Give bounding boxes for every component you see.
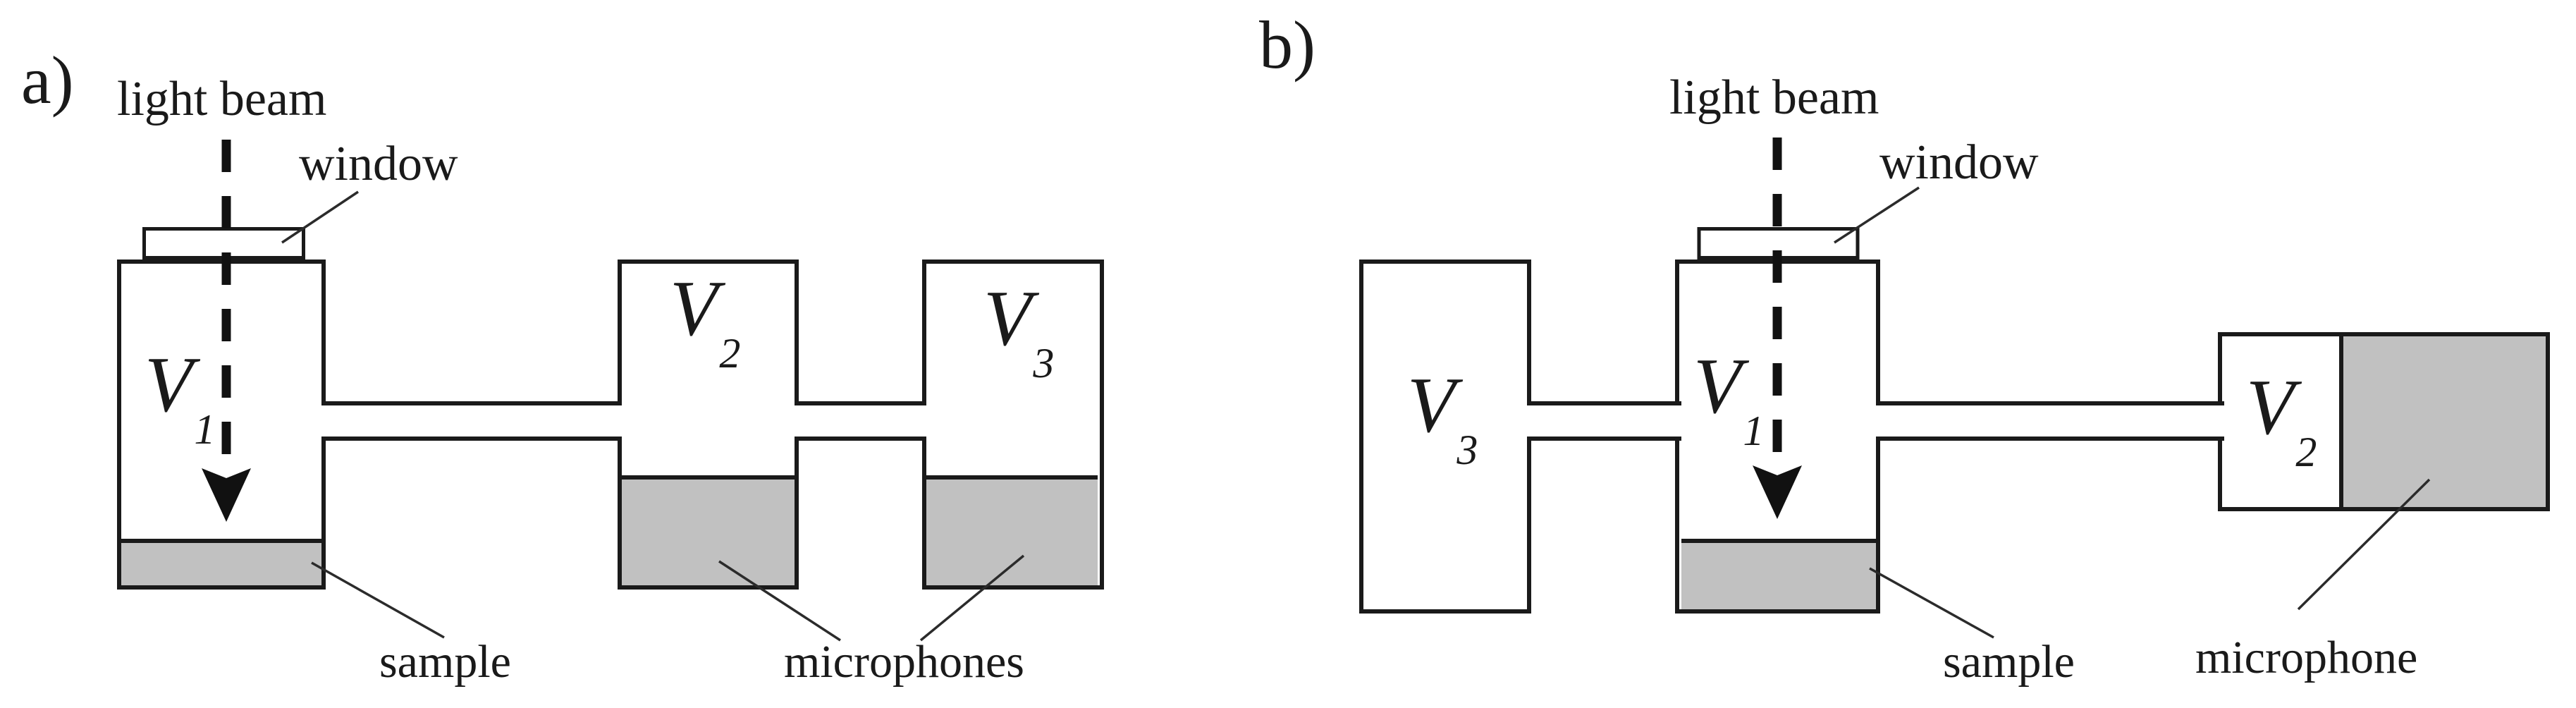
chamber-label-v3-a-subscript: 3 (1033, 340, 1055, 386)
sample-a-fill (121, 543, 321, 585)
chamber-label-v3-b-symbol: V (1407, 362, 1456, 449)
microphone-b-pointer-line (2297, 478, 2431, 611)
light-beam-label-a: light beam (117, 72, 327, 126)
light-beam-b-arrowhead (1753, 465, 1802, 519)
microphones-label-a: microphones (784, 636, 1024, 688)
chamber-label-v3-a-symbol: V (983, 275, 1032, 362)
window-label-b: window (1879, 135, 2039, 190)
chamber-label-v1-b: V1 (1693, 347, 1764, 452)
chamber-label-v3-b-subscript: 3 (1456, 427, 1478, 473)
light-beam-a-arrowhead (202, 468, 251, 522)
window-b-pointer-line (1834, 186, 1920, 244)
chamber-label-v1-b-subscript: 1 (1743, 408, 1765, 454)
sample-label-a: sample (379, 636, 511, 688)
chamber-label-v1-b-symbol: V (1693, 343, 1742, 430)
microphone-v3-a-top-line (926, 475, 1098, 480)
sample-a-pointer-line (311, 561, 445, 639)
chamber-label-v1-a-symbol: V (145, 341, 193, 429)
chamber-label-v2-b-symbol: V (2246, 364, 2295, 451)
duct-v2-v3-a (795, 401, 926, 441)
sample-b-top-line (1681, 539, 1876, 543)
chamber-label-v1-a-subscript: 1 (194, 406, 216, 453)
microphone-label-b: microphone (2195, 632, 2418, 683)
chamber-label-v2-b-subscript: 2 (2295, 429, 2317, 475)
microphone-v2-a-top-line (622, 475, 795, 480)
window-b (1697, 227, 1860, 260)
microphone-v3-a-fill (926, 480, 1098, 585)
window-a-pointer-line (281, 190, 359, 244)
sample-b-pointer-line (1869, 567, 1994, 639)
sample-b-fill (1681, 543, 1876, 609)
duct-v3-v1-b (1527, 401, 1681, 441)
light-beam-label-b: light beam (1669, 71, 1879, 125)
microphone-b-divider-line (2339, 336, 2343, 507)
microphone-b-fill (2343, 336, 2546, 507)
chamber-v3-b-outline (1359, 260, 1531, 614)
duct-v1-v2-a (321, 401, 622, 441)
chamber-label-v3-b: V3 (1407, 366, 1478, 471)
chamber-label-v2-b: V2 (2246, 368, 2317, 473)
chamber-label-v2-a-subscript: 2 (719, 330, 741, 377)
duct-v1-v2-b (1876, 401, 2224, 441)
microphone-v2-a-fill (622, 480, 795, 585)
sample-label-b: sample (1943, 636, 2075, 688)
sample-a-top-line (121, 539, 321, 543)
panel-a-tag: a) (21, 42, 74, 118)
window-label-a: window (299, 137, 458, 191)
chamber-label-v1-a: V1 (145, 346, 215, 451)
chamber-v1-a-outline (117, 260, 326, 590)
chamber-label-v3-a: V3 (983, 279, 1054, 384)
microphones-a-pointer-line-left (718, 560, 841, 642)
panel-b-tag: b) (1259, 7, 1315, 83)
microphones-a-pointer-line-right (919, 554, 1025, 642)
chamber-label-v2-a-symbol: V (670, 265, 718, 353)
chamber-label-v2-a: V2 (670, 269, 740, 374)
